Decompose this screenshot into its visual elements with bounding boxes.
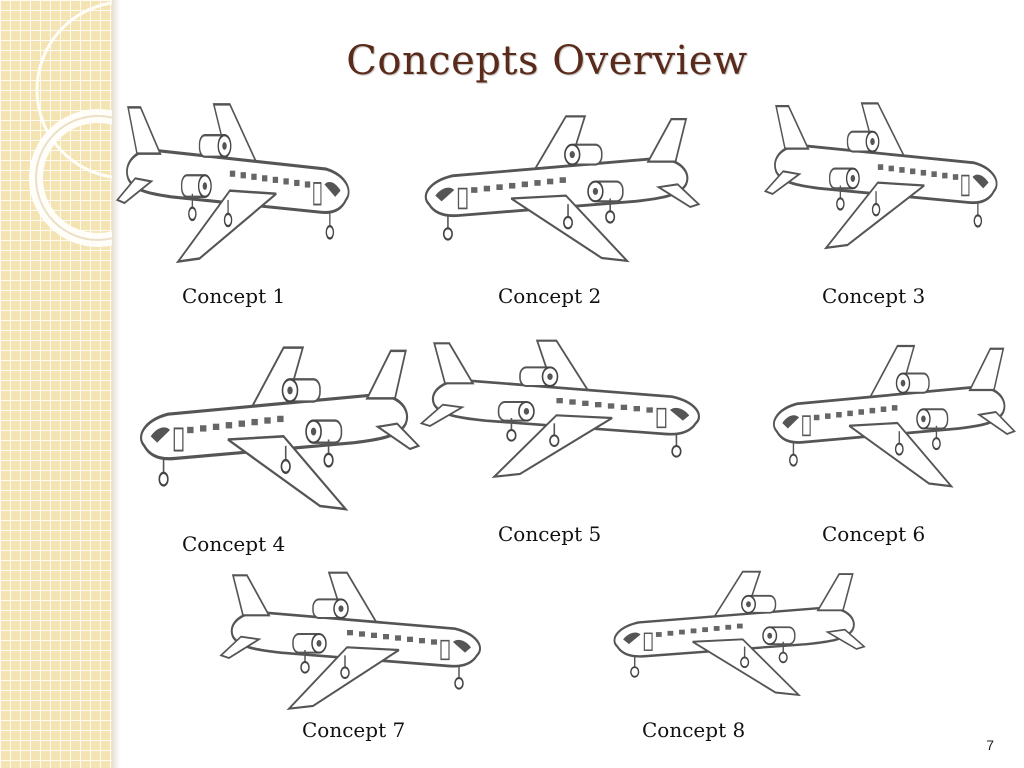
- concept-4-label: Concept 4: [182, 532, 286, 556]
- concept-3-sketch: [763, 101, 999, 250]
- concept-6-label: Concept 6: [822, 522, 926, 546]
- concept-5-label: Concept 5: [498, 522, 602, 546]
- concept-7-label: Concept 7: [302, 718, 406, 742]
- slide-title: Concepts Overview: [346, 38, 748, 84]
- concept-1-sketch: [115, 102, 351, 264]
- concept-5-sketch: [420, 339, 701, 479]
- sidebar-shadow: [112, 0, 120, 768]
- concept-3-label: Concept 3: [822, 284, 926, 308]
- concept-8-label: Concept 8: [642, 718, 746, 742]
- concept-2-label: Concept 2: [498, 284, 602, 308]
- concept-2-sketch: [424, 114, 701, 263]
- concept-7-sketch: [219, 571, 482, 711]
- concept-6-sketch: [772, 344, 1016, 488]
- page-number: 7: [986, 737, 994, 753]
- sidebar-pattern: [0, 0, 112, 768]
- concept-1-label: Concept 1: [182, 284, 286, 308]
- decorative-circles: [29, 1, 112, 247]
- concept-8-sketch: [613, 570, 866, 697]
- concept-4-sketch: [139, 346, 421, 511]
